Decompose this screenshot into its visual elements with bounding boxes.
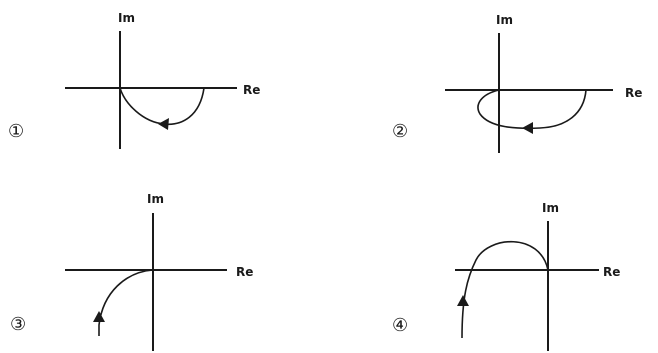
real-axis-label: Re bbox=[243, 83, 260, 97]
nyquist-locus bbox=[119, 87, 205, 126]
nyquist-locus bbox=[98, 269, 154, 336]
panel-3: Im Re ③ bbox=[10, 192, 253, 351]
panel-1: Im Re ① bbox=[8, 11, 260, 149]
nyquist-locus bbox=[477, 89, 587, 130]
panel-label: ① bbox=[8, 121, 24, 142]
panel-4: Im Re ④ bbox=[392, 201, 620, 351]
panel-2: Im Re ② bbox=[392, 13, 642, 153]
real-axis-label: Re bbox=[236, 265, 253, 279]
imag-axis-label: Im bbox=[147, 192, 164, 206]
imag-axis-label: Im bbox=[118, 11, 135, 25]
real-axis-label: Re bbox=[625, 86, 642, 100]
imag-axis-label: Im bbox=[496, 13, 513, 27]
direction-arrow bbox=[522, 122, 533, 134]
direction-arrow bbox=[457, 295, 469, 306]
direction-arrow bbox=[93, 311, 105, 322]
nyquist-locus bbox=[461, 240, 549, 339]
imag-axis-label: Im bbox=[542, 201, 559, 215]
direction-arrow bbox=[158, 118, 169, 130]
panel-label: ④ bbox=[392, 315, 408, 336]
panel-label: ② bbox=[392, 121, 408, 142]
real-axis-label: Re bbox=[603, 265, 620, 279]
panel-label: ③ bbox=[10, 314, 26, 335]
